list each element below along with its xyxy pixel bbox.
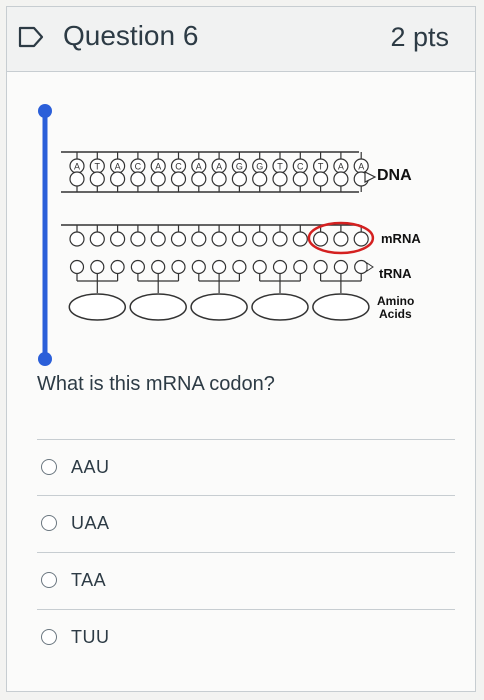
question-prompt: What is this mRNA codon? — [37, 373, 275, 395]
dna-base-letter: A — [338, 162, 344, 172]
slider-handle-top — [38, 104, 52, 118]
trna-base — [130, 259, 146, 275]
answer-option-3[interactable]: TAA — [41, 562, 106, 598]
dna-bottom-base — [69, 171, 85, 187]
radio-button[interactable] — [41, 629, 57, 645]
answer-label: UAA — [71, 512, 110, 533]
dna-bottom-base — [333, 171, 349, 187]
trna-base — [333, 259, 348, 275]
flag-question-icon[interactable] — [18, 26, 44, 48]
dna-base-letter: A — [74, 162, 80, 172]
amino-acids-label-line2: Acids — [379, 307, 412, 321]
answer-divider — [37, 609, 455, 610]
mrna-base — [231, 231, 247, 247]
dna-bottom-base — [191, 171, 207, 187]
question-points: 2 pts — [390, 22, 449, 52]
mrna-base — [89, 231, 105, 247]
mrna-base — [353, 231, 369, 247]
dna-base-letter: A — [216, 162, 222, 172]
trna-end-cap — [366, 262, 374, 272]
trna-label: tRNA — [379, 266, 412, 281]
trna-base — [69, 259, 85, 275]
mrna-base — [313, 231, 329, 247]
dna-base-letter: G — [236, 162, 243, 172]
dna-bottom-base — [231, 171, 247, 187]
dna-bottom-base — [211, 171, 227, 187]
transcription-diagram: A T A C A C A A G G T C T A A DNA mRNA tRNA Amino Acid… — [29, 97, 449, 367]
mrna-base — [211, 231, 227, 247]
dna-bottom-base — [89, 171, 105, 187]
amino-acid — [129, 293, 187, 321]
dna-bottom-base — [292, 171, 308, 187]
dna-base-letter: A — [358, 162, 364, 172]
mrna-base — [109, 231, 126, 247]
mrna-base — [333, 231, 349, 247]
dna-bottom-base — [313, 171, 329, 187]
trna-base — [151, 259, 166, 275]
dna-bottom-base — [252, 171, 268, 187]
codon-highlight — [307, 221, 375, 255]
radio-button[interactable] — [41, 572, 57, 588]
dna-base-letter: G — [256, 162, 263, 172]
slider-handle-bottom — [38, 352, 52, 366]
answer-divider — [37, 439, 455, 440]
trna-base — [191, 259, 206, 275]
trna-base — [313, 259, 328, 275]
mrna-base — [69, 231, 85, 247]
dna-base-letter: T — [318, 162, 324, 172]
dna-bottom-base — [109, 171, 126, 187]
dna-bottom-base — [130, 171, 146, 187]
dna-bottom-base — [170, 171, 187, 187]
trna-base — [252, 259, 267, 275]
answer-option-4[interactable]: TUU — [41, 619, 110, 655]
dna-end-cap — [364, 171, 377, 183]
trna-base — [232, 259, 247, 275]
amino-acid — [312, 293, 370, 321]
mrna-base — [150, 231, 166, 247]
dna-bottom-base — [150, 171, 166, 187]
answer-option-2[interactable]: UAA — [41, 505, 110, 541]
question-title: Question 6 — [63, 20, 199, 51]
trna-base — [212, 259, 227, 275]
dna-base-letter: T — [95, 162, 101, 172]
radio-button[interactable] — [41, 459, 57, 475]
amino-acids-label-line1: Amino — [377, 294, 415, 308]
trna-base — [90, 259, 105, 275]
trna-base — [272, 259, 288, 275]
trna-base — [293, 259, 308, 275]
dna-base-letter: T — [277, 162, 283, 172]
dna-base-letter: A — [115, 162, 121, 172]
dna-base-letter: A — [155, 162, 161, 172]
dna-label: DNA — [377, 167, 412, 184]
amino-acid — [68, 293, 127, 321]
trna-base — [171, 259, 186, 275]
trna-base — [354, 259, 369, 275]
mrna-label: mRNA — [381, 231, 421, 246]
mrna-base — [272, 231, 288, 247]
dna-base-letter: C — [175, 162, 182, 172]
trna-base — [110, 259, 125, 275]
answer-option-1[interactable]: AAU — [41, 449, 110, 485]
amino-acid — [251, 293, 309, 321]
mrna-base — [252, 231, 268, 247]
mrna-base — [292, 231, 308, 247]
answer-label: TAA — [71, 569, 107, 590]
radio-button[interactable] — [41, 515, 57, 531]
mrna-base — [130, 231, 146, 247]
answer-label: AAU — [71, 456, 110, 477]
mrna-base — [191, 231, 207, 247]
dna-base-letter: C — [135, 162, 142, 172]
mrna-base — [170, 231, 187, 247]
amino-acid — [190, 293, 248, 321]
question-header: Question 6 2 pts — [7, 7, 475, 72]
answer-divider — [37, 552, 455, 553]
answer-label: TUU — [71, 626, 110, 647]
dna-base-letter: A — [196, 162, 202, 172]
answer-divider — [37, 495, 455, 496]
dna-base-letter: C — [297, 162, 304, 172]
dna-bottom-base — [272, 171, 288, 187]
